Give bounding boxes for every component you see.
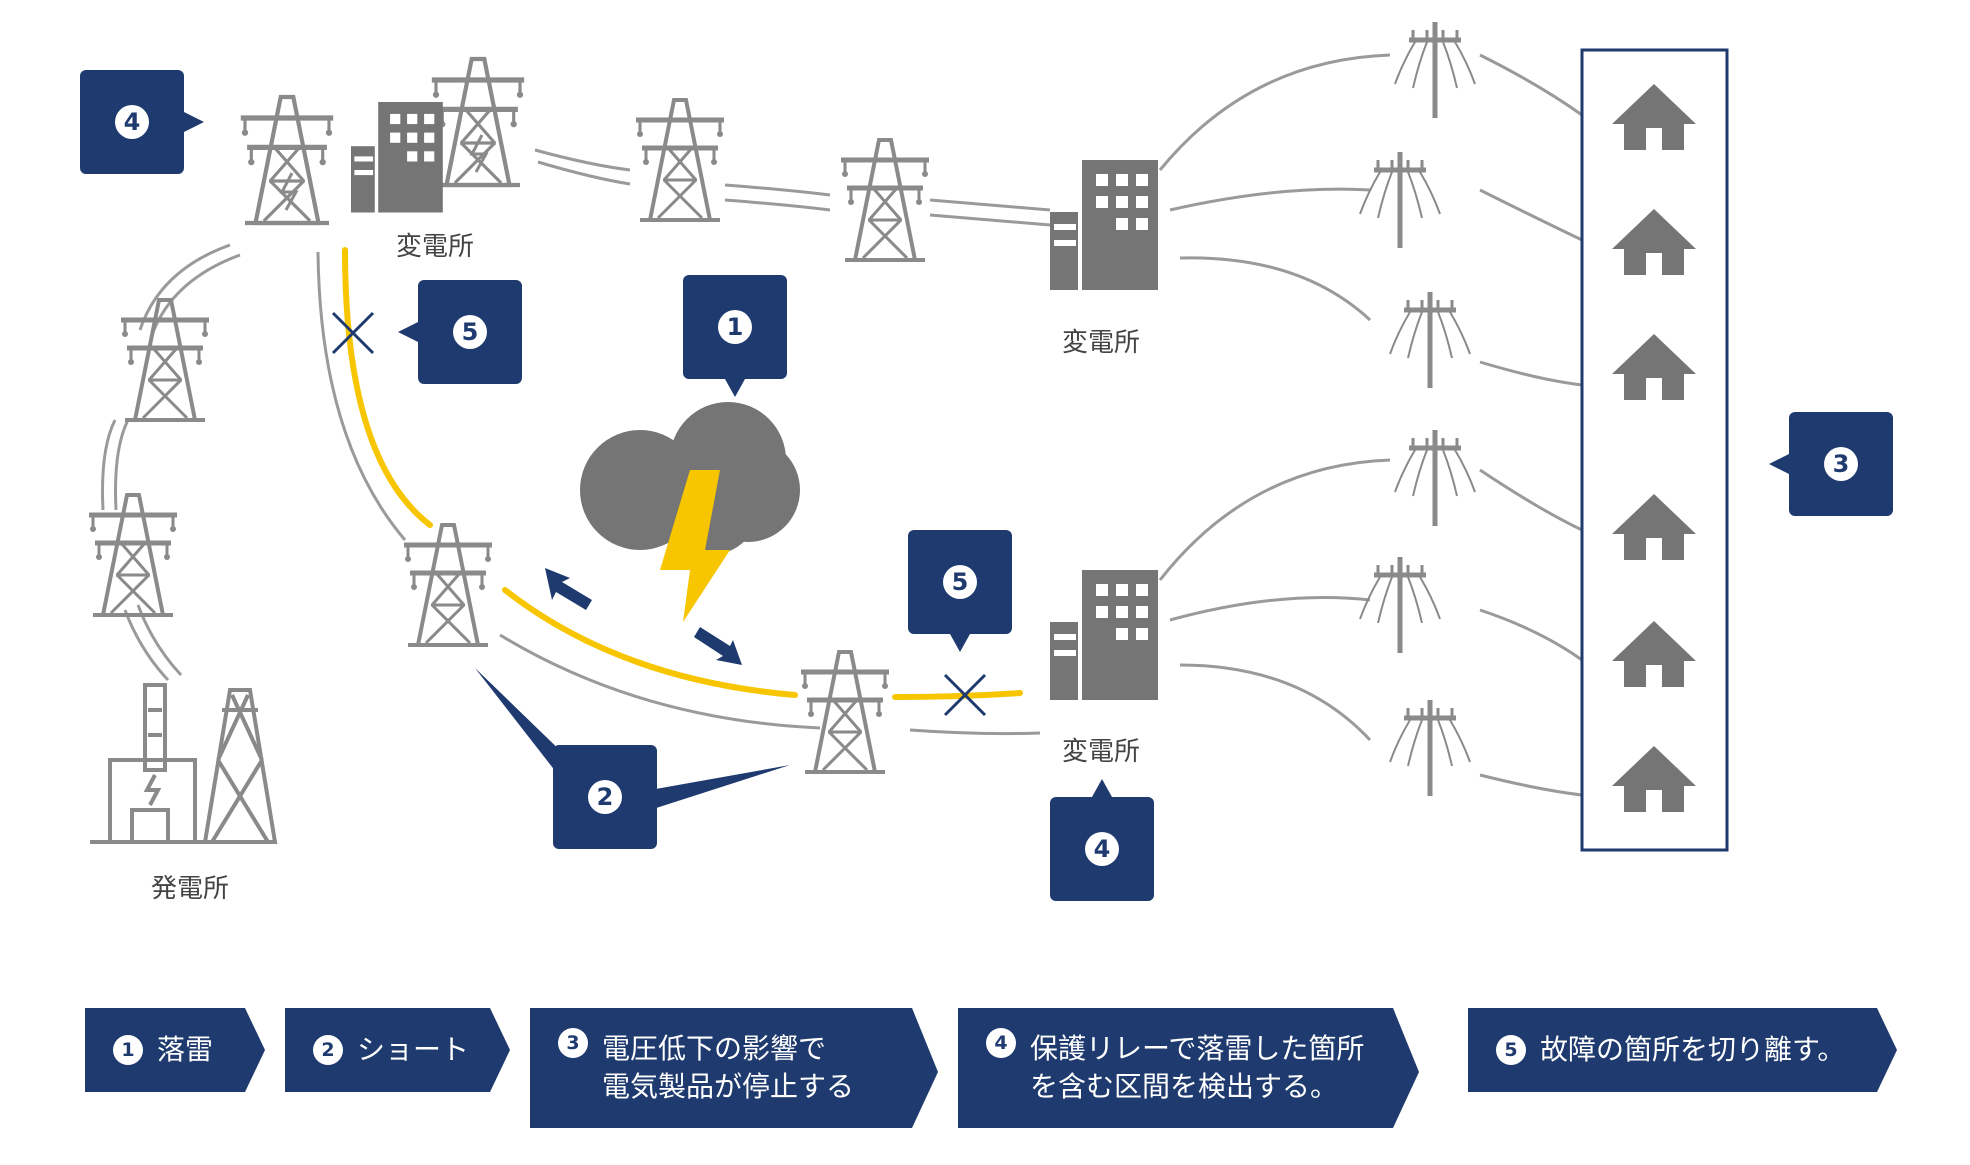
callout-1: 1 (683, 275, 787, 397)
step-4-number: 4 (986, 1028, 1016, 1058)
callout-5-left: 5 (398, 280, 522, 384)
tower-lightning-icon (279, 134, 489, 211)
substation-label-bottom: 変電所 (1061, 737, 1140, 767)
step-banners (85, 1008, 1897, 1128)
step-3: 3 電圧低下の影響で 電気製品が停止する (530, 1008, 925, 1128)
step-4: 4 保護リレーで落雷した箇所 を含む区間を検出する。 (958, 1008, 1408, 1128)
power-plant-icon (90, 683, 278, 844)
step-1-number: 1 (113, 1035, 143, 1065)
step-3-line-2: 電気製品が停止する (602, 1070, 855, 1103)
step-4-line-2: を含む区間を検出する。 (1030, 1070, 1339, 1103)
step-4-text: 保護リレーで落雷した箇所 を含む区間を検出する。 (1030, 1030, 1364, 1106)
houses-panel (1580, 48, 1729, 852)
svg-text:2: 2 (597, 783, 614, 811)
lightning-bolt-icon (660, 470, 730, 622)
fault-path (342, 247, 1023, 700)
step-2: 2 ショート (285, 1008, 500, 1092)
svg-text:3: 3 (1833, 450, 1850, 478)
step-3-number: 3 (558, 1028, 588, 1058)
step-2-text: ショート (357, 1033, 470, 1066)
substation-label-top-left: 変電所 (395, 232, 474, 262)
step-2-number: 2 (313, 1035, 343, 1065)
callout-4-top: 4 (80, 70, 204, 174)
svg-text:1: 1 (727, 313, 744, 341)
callout-2: 2 (475, 668, 790, 849)
callout-4-bottom: 4 (1050, 779, 1154, 901)
power-plant-label: 発電所 (150, 874, 229, 904)
step-5-text: 故障の箇所を切り離す。 (1540, 1033, 1846, 1066)
utility-pole-icon (1360, 22, 1475, 796)
svg-text:5: 5 (952, 568, 969, 596)
step-4-line-1: 保護リレーで落雷した箇所 (1030, 1032, 1365, 1065)
transmission-tower-icon (89, 59, 929, 772)
transmission-lines (101, 53, 1583, 797)
svg-text:4: 4 (124, 108, 141, 136)
step-1-text: 落雷 (157, 1033, 214, 1066)
callout-3: 3 (1769, 412, 1893, 516)
step-5: 5 故障の箇所を切り離す。 (1468, 1008, 1888, 1092)
arrow-icon (545, 568, 742, 665)
svg-text:4: 4 (1094, 835, 1111, 863)
callout-5-bottom: 5 (908, 530, 1012, 652)
step-3-line-1: 電圧低下の影響で (602, 1032, 827, 1065)
substation-label-top-mid: 変電所 (1061, 328, 1140, 358)
step-1: 1 落雷 (85, 1008, 255, 1092)
step-3-text: 電圧低下の影響で 電気製品が停止する (602, 1030, 854, 1106)
svg-text:5: 5 (462, 318, 479, 346)
step-5-number: 5 (1496, 1035, 1526, 1065)
